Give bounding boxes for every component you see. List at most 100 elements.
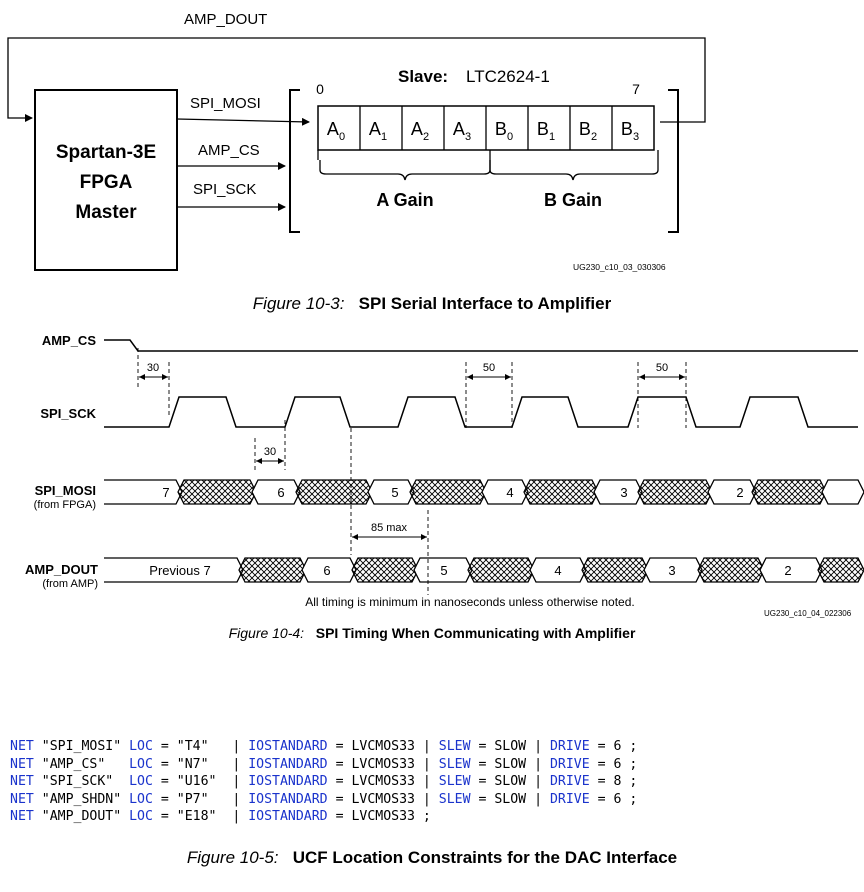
ucf-value: = SLOW | [470, 791, 550, 807]
amp-cs-label: AMP_CS [198, 142, 260, 159]
amp-dout-feedback-wire [7, 37, 706, 123]
a-gain-brace [319, 160, 491, 181]
ucf-value: = 6 ; [589, 756, 638, 772]
ucf-code-line: NET "SPI_SCK" LOC = "U16" | IOSTANDARD =… [10, 773, 637, 791]
caption-figure-number: Figure 10-4: [228, 625, 305, 641]
ucf-keyword: NET [10, 791, 34, 807]
master-label-line1: Spartan-3E [56, 142, 156, 163]
bus-value-label: 4 [554, 563, 561, 578]
spi-sck-label: SPI_SCK [193, 181, 256, 198]
bus-value-segment: 3 [593, 479, 643, 505]
ucf-constraints-code: NET "SPI_MOSI" LOC = "T4" | IOSTANDARD =… [10, 738, 637, 826]
dim-label-cs-sck: 30 [147, 362, 159, 374]
ucf-value: "SPI_SCK" [33, 774, 130, 790]
ucf-keyword: DRIVE [549, 791, 590, 807]
bus-value-label: 5 [391, 485, 398, 500]
timing-note: All timing is minimum in nanoseconds unl… [305, 595, 635, 609]
ucf-keyword: SLEW [438, 774, 471, 790]
ucf-value: = LVCMOS33 | [327, 756, 439, 772]
ucf-keyword: NET [10, 809, 34, 825]
bus-transition-hatch [637, 479, 713, 505]
dim-label-prop: 85 max [371, 522, 408, 534]
bus-value-label: 6 [323, 563, 330, 578]
spi-sck-waveform [104, 396, 858, 428]
bus-transition-hatch [467, 557, 535, 583]
spi-interface-diagram: AMP_DOUT Spartan-3E FPGA Master SPI_MOSI… [7, 11, 706, 272]
caption-figure-number: Figure 10-3: [252, 294, 345, 313]
bit-index-end: 7 [632, 81, 640, 97]
ucf-keyword: LOC [129, 809, 153, 825]
bus-value-segment: 6 [301, 557, 357, 583]
bus-value-label: 6 [277, 485, 284, 500]
ucf-value: = LVCMOS33 | [327, 739, 439, 754]
ucf-code-line: NET "SPI_MOSI" LOC = "T4" | IOSTANDARD =… [10, 738, 637, 756]
bus-value-segment: 5 [413, 557, 473, 583]
bus-transition-hatch [697, 557, 765, 583]
ucf-keyword: NET [10, 739, 34, 754]
ucf-value: = "E18" | [152, 809, 249, 825]
ucf-keyword: NET [10, 774, 34, 790]
bus-value-label: 3 [620, 485, 627, 500]
row-label-amp-dout: AMP_DOUT [25, 562, 98, 577]
bus-value-segment: 5 [367, 479, 415, 505]
bus-value-label: 3 [668, 563, 675, 578]
bus-transition-hatch [523, 479, 599, 505]
ucf-code-line: NET "AMP_DOUT" LOC = "E18" | IOSTANDARD … [10, 808, 637, 826]
bus-transition-hatch [817, 557, 864, 583]
slave-bracket-left [289, 89, 300, 233]
ucf-keyword: IOSTANDARD [248, 739, 328, 754]
slave-label: Slave: [398, 67, 448, 86]
master-label-line2: FPGA [80, 172, 133, 193]
ucf-keyword: DRIVE [549, 774, 590, 790]
row-label-spi-mosi: SPI_MOSI [35, 483, 96, 498]
dim-label-high1: 50 [483, 362, 495, 374]
ucf-value: "SPI_MOSI" [33, 739, 130, 754]
caption-title: UCF Location Constraints for the DAC Int… [292, 848, 678, 867]
ucf-value: "AMP_CS" [33, 756, 130, 772]
caption-title: SPI Serial Interface to Amplifier [358, 294, 612, 313]
bit-index-start: 0 [316, 81, 324, 97]
slave-part: LTC2624-1 [466, 67, 550, 86]
ucf-code-line: NET "AMP_CS" LOC = "N7" | IOSTANDARD = L… [10, 756, 637, 774]
bus-value-segment: 3 [643, 557, 703, 583]
ucf-keyword: LOC [129, 756, 153, 772]
ucf-keyword: SLEW [438, 791, 471, 807]
spi-mosi-label: SPI_MOSI [190, 95, 261, 112]
bus-transition-hatch [751, 479, 827, 505]
spi-mosi-wire [176, 117, 310, 126]
ucf-value: = LVCMOS33 ; [327, 809, 431, 825]
bus-start-segment: Previous 7 [104, 557, 244, 583]
bus-value-segment: 4 [529, 557, 587, 583]
ucf-value: = "N7" | [152, 756, 249, 772]
ucf-value: "AMP_SHDN" [33, 791, 130, 807]
bus-value-label: 4 [506, 485, 513, 500]
dim-label-high2: 50 [656, 362, 668, 374]
ucf-keyword: SLEW [438, 756, 471, 772]
ucf-value: = 6 ; [589, 791, 638, 807]
row-label-amp-cs: AMP_CS [42, 333, 97, 348]
row-sublabel-mosi: (from FPGA) [34, 499, 96, 511]
spi-timing-diagram: AMP_CS SPI_SCK SPI_MOSI (from FPGA) AMP_… [25, 333, 864, 618]
ucf-value: = 8 ; [589, 774, 638, 790]
ucf-keyword: IOSTANDARD [248, 791, 328, 807]
caption-title: SPI Timing When Communicating with Ampli… [315, 625, 636, 641]
figure-10-3-caption: Figure 10-3: SPI Serial Interface to Amp… [0, 294, 864, 314]
bus-value-label: 2 [736, 485, 743, 500]
ucf-keyword: IOSTANDARD [248, 774, 328, 790]
b-gain-brace [489, 160, 659, 181]
bus-value-label: 2 [784, 563, 791, 578]
ucf-value: = SLOW | [470, 756, 550, 772]
dim-label-setup: 30 [264, 446, 276, 458]
a-gain-label: A Gain [376, 190, 433, 210]
amp-dout-bus: Previous 7 6 5 4 3 2 [104, 557, 864, 583]
ucf-value: = "U16" | [152, 774, 249, 790]
ucf-value: = "P7" | [152, 791, 249, 807]
figure-10-4-caption: Figure 10-4: SPI Timing When Communicati… [0, 625, 864, 641]
caption-figure-number: Figure 10-5: [186, 848, 279, 867]
bus-value-segment: 2 [759, 557, 823, 583]
ucf-code-line: NET "AMP_SHDN" LOC = "P7" | IOSTANDARD =… [10, 791, 637, 809]
figure-10-5-caption: Figure 10-5: UCF Location Constraints fo… [0, 848, 864, 868]
ucf-keyword: DRIVE [549, 756, 590, 772]
